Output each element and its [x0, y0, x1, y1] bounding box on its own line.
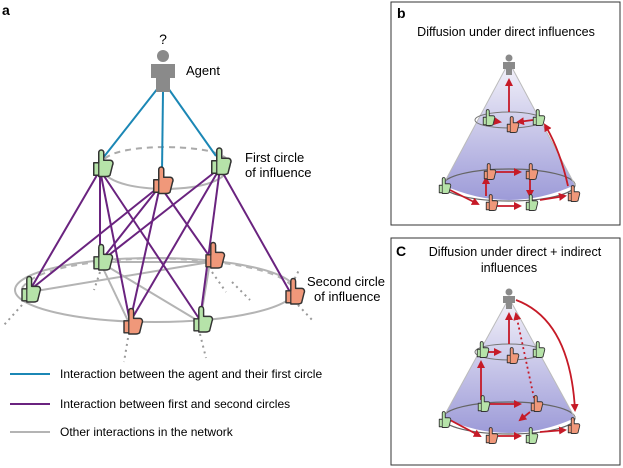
panel-c-cone — [443, 298, 575, 433]
panel-c: C Diffusion under direct + indirect infl… — [390, 237, 621, 466]
agent-question-mark: ? — [159, 31, 167, 47]
legend-label-other: Other interactions in the network — [60, 425, 234, 439]
second-circle-label-line1: Second circle — [307, 274, 385, 289]
agent-label: Agent — [186, 63, 220, 78]
panel-a-letter: a — [2, 2, 10, 18]
thumb-icon — [93, 149, 114, 178]
thumb-icon — [123, 307, 144, 335]
thumb-icon — [21, 275, 42, 303]
thumb-icon — [193, 305, 214, 333]
panel-c-title-line2: influences — [481, 261, 537, 275]
legend: Interaction between the agent and their … — [10, 367, 322, 439]
agent-person-icon — [503, 54, 515, 75]
panel-b-letter: b — [397, 5, 406, 21]
panel-b-title: Diffusion under direct influences — [417, 25, 595, 39]
agent-person-icon — [503, 288, 515, 309]
second-circle-label-line2: of influence — [314, 289, 381, 304]
first-circle-back-dashes — [99, 145, 231, 169]
indirect-influence-dotted-arrow — [513, 312, 535, 399]
panel-b-cone-edge — [442, 61, 510, 186]
panel-c-cone-edge — [442, 297, 510, 419]
panel-a: a — [2, 2, 385, 439]
first-circle-label-line1: First circle — [245, 150, 304, 165]
panel-c-letter: C — [396, 243, 406, 259]
second-circle-back-dashes — [21, 256, 293, 289]
outward-dotted-links — [3, 267, 315, 363]
panel-b: b Diffusion under direct influences — [390, 1, 621, 226]
first-circle-label-line2: of influence — [245, 165, 312, 180]
legend-label-agent-first: Interaction between the agent and their … — [60, 367, 322, 381]
thumb-icon — [153, 166, 174, 195]
agent-person-icon — [151, 50, 175, 92]
first-second-interactions — [29, 167, 291, 323]
legend-label-first-second: Interaction between first and second cir… — [60, 397, 290, 411]
agent-first-interactions — [102, 87, 217, 173]
panel-c-title-line1: Diffusion under direct + indirect — [429, 245, 602, 259]
